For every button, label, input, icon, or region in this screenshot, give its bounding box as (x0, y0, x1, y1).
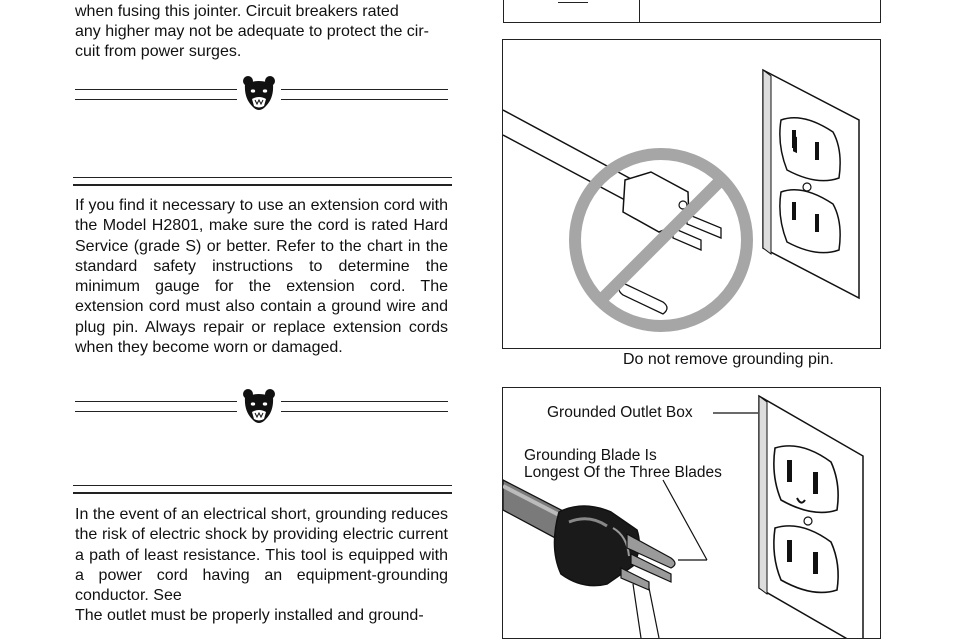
breaker-paragraph: when fusing this jointer. Circuit breake… (75, 2, 448, 62)
grounding-blade-label-line-1: Grounding Blade Is (524, 447, 657, 464)
extension-cord-paragraph: If you find it necessary to use an exten… (75, 197, 448, 357)
table-frame (503, 0, 881, 23)
figure-caption: Do not remove grounding pin. (623, 351, 834, 368)
breaker-line-3: cuit from power surges. (75, 43, 242, 60)
separator-line (281, 99, 448, 100)
outlet-box-label: Grounded Outlet Box (547, 404, 693, 421)
grounding-blade-label-line-2: Longest Of the Three Blades (524, 464, 722, 481)
separator-line (281, 401, 448, 402)
grounded-outlet-figure: Grounded Outlet Box Grounding Blade Is L… (502, 387, 881, 639)
bear-head-icon (243, 76, 275, 110)
separator-line (281, 89, 448, 90)
separator-line (75, 401, 237, 402)
table-divider (639, 0, 640, 23)
table-underline (558, 2, 588, 3)
grounding-paragraph: In the event of an electrical short, gro… (75, 506, 448, 605)
no-remove-pin-figure (502, 39, 881, 349)
outlet-paragraph: The outlet must be properly installed an… (75, 607, 424, 624)
bear-head-icon (243, 389, 275, 423)
separator-line (75, 99, 237, 100)
separator-line (75, 411, 237, 412)
separator-line (281, 411, 448, 412)
breaker-line-1: when fusing this jointer. Circuit breake… (75, 3, 399, 20)
grounded-outlet-illustration (503, 394, 864, 638)
separator-line (75, 89, 237, 90)
no-remove-pin-illustration (503, 68, 860, 332)
breaker-line-2: any higher may not be adequate to protec… (75, 23, 429, 40)
